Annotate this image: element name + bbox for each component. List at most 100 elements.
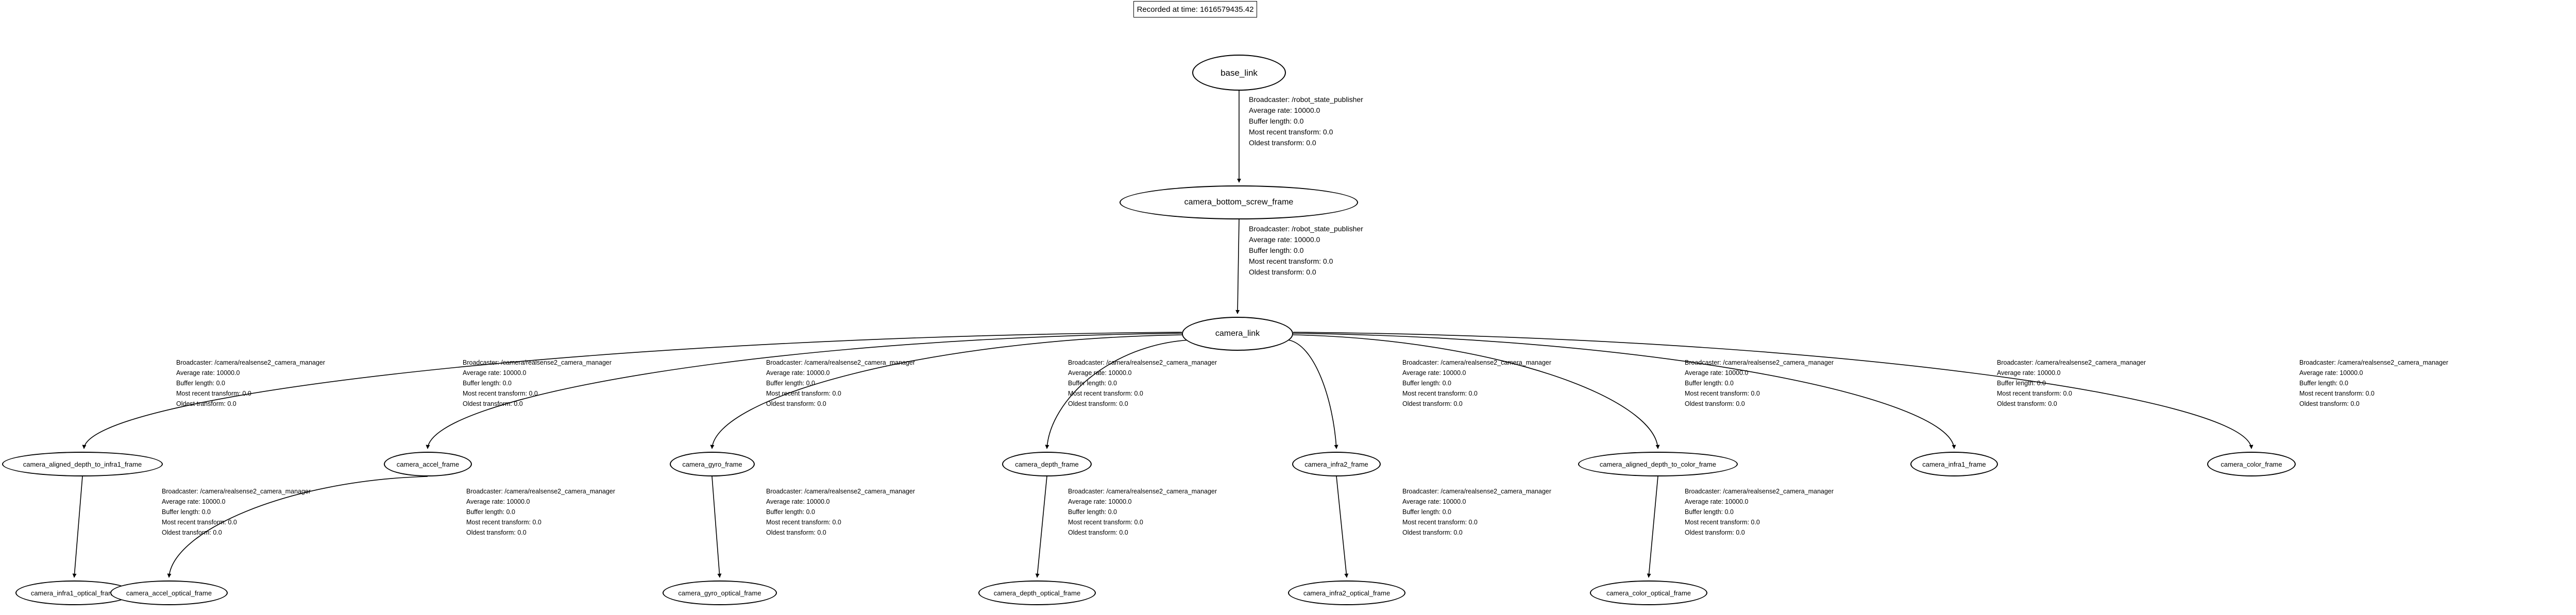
tf-edge-label-line: Broadcaster: /camera/realsense2_camera_m…: [1685, 359, 1834, 366]
tf-node-label: camera_aligned_depth_to_color_frame: [1599, 460, 1717, 468]
tf-edge-label-line: Average rate: 10000.0: [1068, 369, 1132, 377]
tf-edge-label-line: Oldest transform: 0.0: [463, 400, 523, 407]
tf-edge-label-e-link-color: Broadcaster: /camera/realsense2_camera_m…: [2299, 357, 2448, 409]
tf-edge-label-line: Average rate: 10000.0: [2299, 369, 2363, 377]
tf-edge-label-line: Average rate: 10000.0: [1685, 498, 1749, 505]
tf-edge-label-line: Buffer length: 0.0: [766, 380, 815, 387]
tf-edge-label-line: Most recent transform: 0.0: [176, 390, 251, 397]
tf-node-camera_color_frame[interactable]: camera_color_frame: [2207, 452, 2296, 476]
tf-edge-label-line: Broadcaster: /camera/realsense2_camera_m…: [1068, 488, 1217, 495]
tf-edge-label-line: Average rate: 10000.0: [766, 369, 830, 377]
tf-edge-camera_link--camera_infra2_frame: [1287, 339, 1338, 449]
tf-edge-camera_link--camera_gyro_frame: [710, 334, 1183, 449]
tf-edge-label-line: Oldest transform: 0.0: [1685, 400, 1745, 407]
tf-node-camera_gyro_frame[interactable]: camera_gyro_frame: [670, 452, 755, 476]
tf-node-label: camera_aligned_depth_to_infra1_frame: [23, 460, 142, 468]
tf-edge-label-line: Oldest transform: 0.0: [466, 529, 527, 536]
tf-edge-label-line: Oldest transform: 0.0: [162, 529, 222, 536]
tf-edge-camera_link--camera_aligned_depth_to_color_frame: [1293, 334, 1660, 449]
tf-node-camera_infra1_frame[interactable]: camera_infra1_frame: [1910, 452, 1998, 476]
tf-node-base_link[interactable]: base_link: [1192, 55, 1286, 91]
tf-edge-label-e-link-infra1: Broadcaster: /camera/realsense2_camera_m…: [1997, 357, 2146, 409]
tf-edge-camera_link--camera_accel_frame: [426, 333, 1182, 449]
tf-edge-label-line: Broadcaster: /camera/realsense2_camera_m…: [1402, 359, 1552, 366]
tf-node-camera_accel_frame[interactable]: camera_accel_frame: [384, 452, 472, 476]
tf-edge-label-line: Oldest transform: 0.0: [1997, 400, 2057, 407]
tf-edge-camera_gyro_frame--camera_gyro_optical_frame: [711, 476, 722, 578]
tf-edge-label-line: Buffer length: 0.0: [1068, 380, 1117, 387]
tf-edge-label-line: Broadcaster: /camera/realsense2_camera_m…: [1068, 359, 1217, 366]
tf-edge-label-line: Broadcaster: /camera/realsense2_camera_m…: [466, 488, 616, 495]
tf-node-label: camera_gyro_frame: [682, 460, 742, 468]
tf-node-camera_bottom_screw_frame[interactable]: camera_bottom_screw_frame: [1120, 185, 1358, 219]
tf-edge-camera_accel_frame--camera_accel_optical_frame: [167, 476, 428, 578]
tf-edge-label-line: Buffer length: 0.0: [1068, 508, 1117, 516]
tf-node-camera_link[interactable]: camera_link: [1182, 317, 1293, 351]
recorded-at-time-box: Recorded at time: 1616579435.42: [1133, 1, 1257, 18]
tf-edge-label-line: Most recent transform: 0.0: [466, 519, 541, 526]
tf-edge-label-line: Average rate: 10000.0: [1068, 498, 1132, 505]
tf-edge-label-line: Buffer length: 0.0: [466, 508, 515, 516]
tf-edge-label-line: Buffer length: 0.0: [1402, 380, 1451, 387]
tf-edge-label-e-link-adi1: Broadcaster: /camera/realsense2_camera_m…: [176, 357, 325, 409]
tf-edge-label-line: Most recent transform: 0.0: [1068, 519, 1143, 526]
tf-edge-label-line: Buffer length: 0.0: [2299, 380, 2348, 387]
tf-edge-label-line: Average rate: 10000.0: [1249, 235, 1320, 244]
tf-edge-label-e-link-gyro: Broadcaster: /camera/realsense2_camera_m…: [766, 357, 915, 409]
tf-node-label: camera_link: [1215, 329, 1260, 338]
tf-edge-label-e-adc-copt: Broadcaster: /camera/realsense2_camera_m…: [1685, 486, 1834, 538]
tf-edge-label-line: Average rate: 10000.0: [162, 498, 226, 505]
tf-edge-label-line: Most recent transform: 0.0: [766, 390, 841, 397]
tf-edge-label-line: Broadcaster: /camera/realsense2_camera_m…: [766, 359, 916, 366]
tf-edge-label-line: Average rate: 10000.0: [1997, 369, 2061, 377]
tf-edge-label-line: Most recent transform: 0.0: [2299, 390, 2375, 397]
tf-edge-label-line: Oldest transform: 0.0: [1249, 268, 1316, 276]
tf-edge-label-e-link-adc: Broadcaster: /camera/realsense2_camera_m…: [1685, 357, 1834, 409]
tf-node-label: base_link: [1221, 67, 1258, 78]
tf-edge-camera_aligned_depth_to_color_frame--camera_color_optical_frame: [1647, 476, 1658, 578]
tf-node-label: camera_gyro_optical_frame: [678, 589, 761, 597]
tf-edge-label-line: Oldest transform: 0.0: [1685, 529, 1745, 536]
tf-node-camera_aligned_depth_to_color_frame[interactable]: camera_aligned_depth_to_color_frame: [1578, 452, 1738, 476]
tf-edge-label-line: Average rate: 10000.0: [1249, 106, 1320, 114]
tf-node-camera_aligned_depth_to_infra1_frame[interactable]: camera_aligned_depth_to_infra1_frame: [2, 452, 163, 476]
tf-edge-label-line: Buffer length: 0.0: [463, 380, 512, 387]
tf-edge-label-line: Most recent transform: 0.0: [1249, 128, 1333, 136]
tf-edge-label-line: Average rate: 10000.0: [466, 498, 530, 505]
tf-edge-camera_link--camera_color_frame: [1293, 332, 2253, 449]
tf-node-label: camera_color_frame: [2221, 460, 2282, 468]
tf-edge-label-line: Broadcaster: /camera/realsense2_camera_m…: [176, 359, 326, 366]
tf-edge-label-line: Broadcaster: /camera/realsense2_camera_m…: [463, 359, 612, 366]
tf-edge-label-e-gyro-gopt: Broadcaster: /camera/realsense2_camera_m…: [766, 486, 915, 538]
tf-edge-label-e-depth-dopt: Broadcaster: /camera/realsense2_camera_m…: [1068, 486, 1217, 538]
tf-node-camera_infra1_optical_frame[interactable]: camera_infra1_optical_frame: [15, 580, 133, 605]
tf-edge-label-e-link-accel: Broadcaster: /camera/realsense2_camera_m…: [463, 357, 612, 409]
tf-node-camera_depth_frame[interactable]: camera_depth_frame: [1002, 452, 1092, 476]
tf-edge-label-line: Most recent transform: 0.0: [766, 519, 841, 526]
tf-node-camera_gyro_optical_frame[interactable]: camera_gyro_optical_frame: [663, 580, 777, 605]
tf-edge-label-line: Buffer length: 0.0: [1402, 508, 1451, 516]
tf-edge-label-line: Most recent transform: 0.0: [1685, 390, 1760, 397]
tf-edge-label-line: Average rate: 10000.0: [766, 498, 830, 505]
tf-edge-label-line: Oldest transform: 0.0: [1249, 139, 1316, 147]
tf-node-camera_infra2_optical_frame[interactable]: camera_infra2_optical_frame: [1288, 580, 1405, 605]
tf-node-camera_infra2_frame[interactable]: camera_infra2_frame: [1292, 452, 1381, 476]
tf-node-label: camera_infra1_optical_frame: [30, 589, 118, 597]
tf-edge-label-line: Most recent transform: 0.0: [1249, 257, 1333, 265]
tf-edge-label-line: Average rate: 10000.0: [463, 369, 527, 377]
tf-edge-label-line: Buffer length: 0.0: [1685, 508, 1734, 516]
tf-edge-label-line: Oldest transform: 0.0: [766, 529, 826, 536]
tf-edge-label-line: Average rate: 10000.0: [1402, 498, 1466, 505]
tf-node-label: camera_infra1_frame: [1922, 460, 1986, 468]
tf-edge-label-line: Buffer length: 0.0: [1249, 117, 1304, 125]
tf-node-camera_accel_optical_frame[interactable]: camera_accel_optical_frame: [110, 580, 228, 605]
tf-edge-label-line: Oldest transform: 0.0: [176, 400, 236, 407]
tf-node-camera_depth_optical_frame[interactable]: camera_depth_optical_frame: [978, 580, 1096, 605]
tf-node-camera_color_optical_frame[interactable]: camera_color_optical_frame: [1590, 580, 1707, 605]
tf-node-label: camera_infra2_optical_frame: [1303, 589, 1391, 597]
tf-edge-label-line: Buffer length: 0.0: [162, 508, 211, 516]
tf-node-label: camera_accel_optical_frame: [126, 589, 212, 597]
